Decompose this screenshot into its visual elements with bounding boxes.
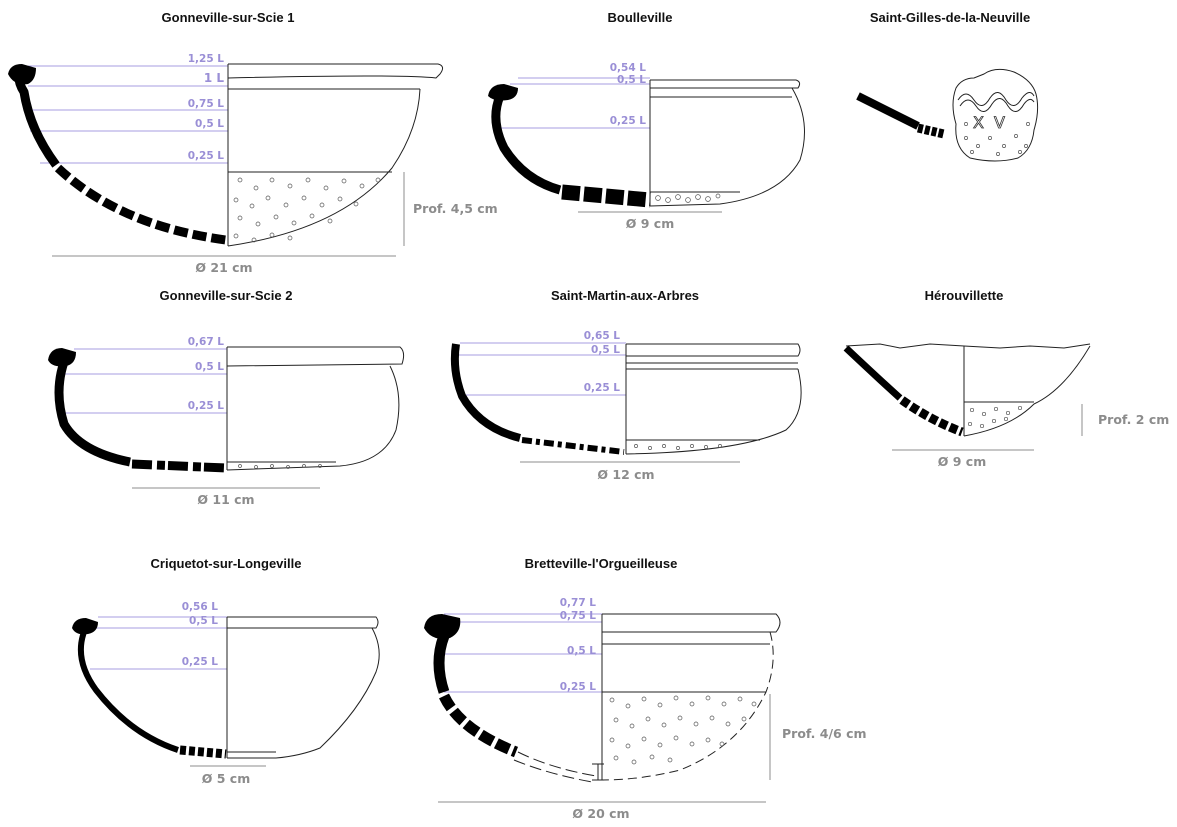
depth-label: Prof. 4/6 cm xyxy=(782,726,867,741)
vessel-title: Saint-Gilles-de-la-Neuville xyxy=(870,10,1030,25)
vessel-title: Hérouvillette xyxy=(925,288,1004,303)
wall-section xyxy=(77,630,179,753)
base-section xyxy=(561,184,651,208)
vessel-criquetot: Criquetot-sur-Longeville 0,56 L 0,5 L 0,… xyxy=(72,556,380,786)
volume-label: 1,25 L xyxy=(188,53,225,65)
outer-profile xyxy=(649,87,805,207)
break-edge xyxy=(845,343,1091,349)
wall-section xyxy=(856,92,920,130)
stamped-sherd xyxy=(952,68,1039,162)
diameter-label: Ø 21 cm xyxy=(195,260,252,275)
vessel-title: Gonneville-sur-Scie 1 xyxy=(162,10,295,25)
vessel-title: Saint-Martin-aux-Arbres xyxy=(551,288,699,303)
wall-section xyxy=(491,94,562,195)
vessel-gonneville2: Gonneville-sur-Scie 2 0,67 L 0,5 L 0,25 … xyxy=(48,288,405,507)
volume-label: 0,25 L xyxy=(182,656,219,668)
volume-label: 0,5 L xyxy=(617,74,646,86)
rim-section xyxy=(424,614,461,639)
rim xyxy=(226,346,405,367)
wave-decoration xyxy=(959,98,1035,112)
fabric-dots xyxy=(238,464,322,469)
diameter-label: Ø 20 cm xyxy=(572,806,629,821)
outer-profile xyxy=(963,345,1091,437)
base-section xyxy=(54,164,227,245)
diameter-label: Ø 9 cm xyxy=(938,454,986,469)
vessel-gonneville1: Gonneville-sur-Scie 1 1,25 L 1 L 0,75 L … xyxy=(8,10,498,275)
fabric-dots xyxy=(609,695,757,765)
outer-profile xyxy=(227,88,421,247)
volume-label: 0,56 L xyxy=(182,601,219,613)
rim xyxy=(602,613,781,633)
base-section xyxy=(131,459,227,473)
volume-label: 0,65 L xyxy=(584,330,621,342)
outer-profile xyxy=(625,368,802,455)
restored-base-outer xyxy=(517,751,597,777)
volume-label: 0,77 L xyxy=(560,597,597,609)
volume-label: 0,5 L xyxy=(189,615,218,627)
base-section xyxy=(916,123,946,139)
vessel-title: Criquetot-sur-Longeville xyxy=(151,556,302,571)
vessel-title: Gonneville-sur-Scie 2 xyxy=(160,288,293,303)
wall-section xyxy=(450,343,522,442)
vessel-saintmartin: Saint-Martin-aux-Arbres 0,65 L 0,5 L 0,2… xyxy=(450,288,802,482)
base-section xyxy=(439,693,519,758)
volume-label: 0,75 L xyxy=(560,610,597,622)
diameter-label: Ø 11 cm xyxy=(197,492,254,507)
diameter-label: Ø 5 cm xyxy=(202,771,250,786)
volume-label: 0,5 L xyxy=(567,645,596,657)
rim xyxy=(650,79,801,89)
diameter-label: Ø 12 cm xyxy=(597,467,654,482)
rim-section xyxy=(8,64,36,85)
volume-label: 0,5 L xyxy=(591,344,620,356)
vessel-title: Boulleville xyxy=(607,10,672,25)
rim xyxy=(626,343,801,357)
vessel-bretteville: Bretteville-l'Orgueilleuse 0,77 L 0,75 L… xyxy=(424,556,867,821)
depth-label: Prof. 2 cm xyxy=(1098,412,1169,427)
rim xyxy=(227,616,379,629)
fabric-dots xyxy=(233,177,381,243)
vessel-herouvillette: Hérouvillette Ø 9 cm Prof. 2 cm xyxy=(843,288,1169,469)
stamp-letters: XV xyxy=(973,113,1015,132)
volume-label: 0,54 L xyxy=(610,62,647,74)
vessel-saintgilles: Saint-Gilles-de-la-Neuville XV xyxy=(856,10,1039,162)
depth-label: Prof. 4,5 cm xyxy=(413,201,498,216)
fabric-dots xyxy=(634,444,722,450)
volume-label: 1 L xyxy=(204,71,225,85)
volume-label: 0,25 L xyxy=(584,382,621,394)
fabric-dots xyxy=(964,122,1030,156)
volume-label: 0,25 L xyxy=(610,115,647,127)
base-section xyxy=(521,437,625,455)
outer-profile xyxy=(227,627,380,759)
wall-section xyxy=(54,360,131,467)
volume-label: 0,75 L xyxy=(188,98,225,110)
outer-profile xyxy=(601,631,774,781)
rim-section xyxy=(48,348,76,367)
fabric-dots xyxy=(655,193,721,203)
base-section xyxy=(899,396,964,437)
outer-profile xyxy=(226,365,400,471)
base-section xyxy=(179,745,227,759)
diameter-label: Ø 9 cm xyxy=(626,216,674,231)
restored-base-inner xyxy=(513,759,593,783)
volume-label: 0,5 L xyxy=(195,118,224,130)
rim xyxy=(227,63,444,79)
volume-label: 0,25 L xyxy=(188,400,225,412)
volume-label: 0,5 L xyxy=(195,361,224,373)
vessel-title: Bretteville-l'Orgueilleuse xyxy=(525,556,678,571)
volume-label: 0,67 L xyxy=(188,336,225,348)
wall-section xyxy=(433,634,450,694)
rim-section xyxy=(72,618,98,635)
wave-decoration xyxy=(957,92,1035,106)
volume-label: 0,25 L xyxy=(560,681,597,693)
fabric-dots xyxy=(967,405,1023,429)
volume-label: 0,25 L xyxy=(188,150,225,162)
vessel-boulleville: Boulleville 0,54 L 0,5 L 0,25 L Ø 9 cm xyxy=(488,10,805,231)
wall-section xyxy=(843,345,903,401)
